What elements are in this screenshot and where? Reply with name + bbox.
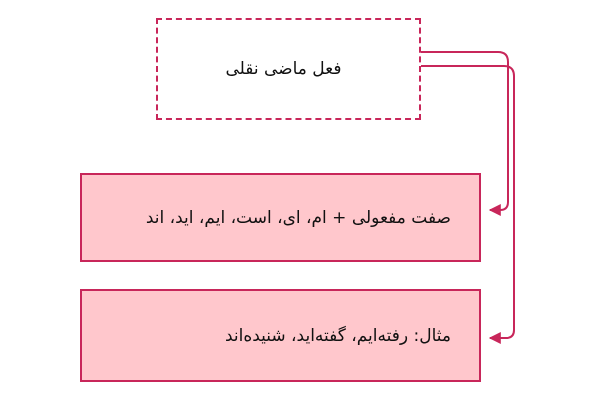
rule-label: صفت مفعولی + ام، ای، است، ایم، اید، اند [145, 207, 451, 228]
connector-to-example [421, 65, 515, 344]
example-label: مثال: رفته‌ایم، گفته‌اید، شنیده‌اند [224, 325, 451, 346]
title-label: فعل ماضی نقلی [225, 59, 342, 79]
connector-to-rule [421, 51, 509, 216]
title-box: فعل ماضی نقلی [156, 18, 421, 120]
example-box: مثال: رفته‌ایم، گفته‌اید، شنیده‌اند [80, 289, 481, 382]
rule-box: صفت مفعولی + ام، ای، است، ایم، اید، اند [80, 173, 481, 262]
